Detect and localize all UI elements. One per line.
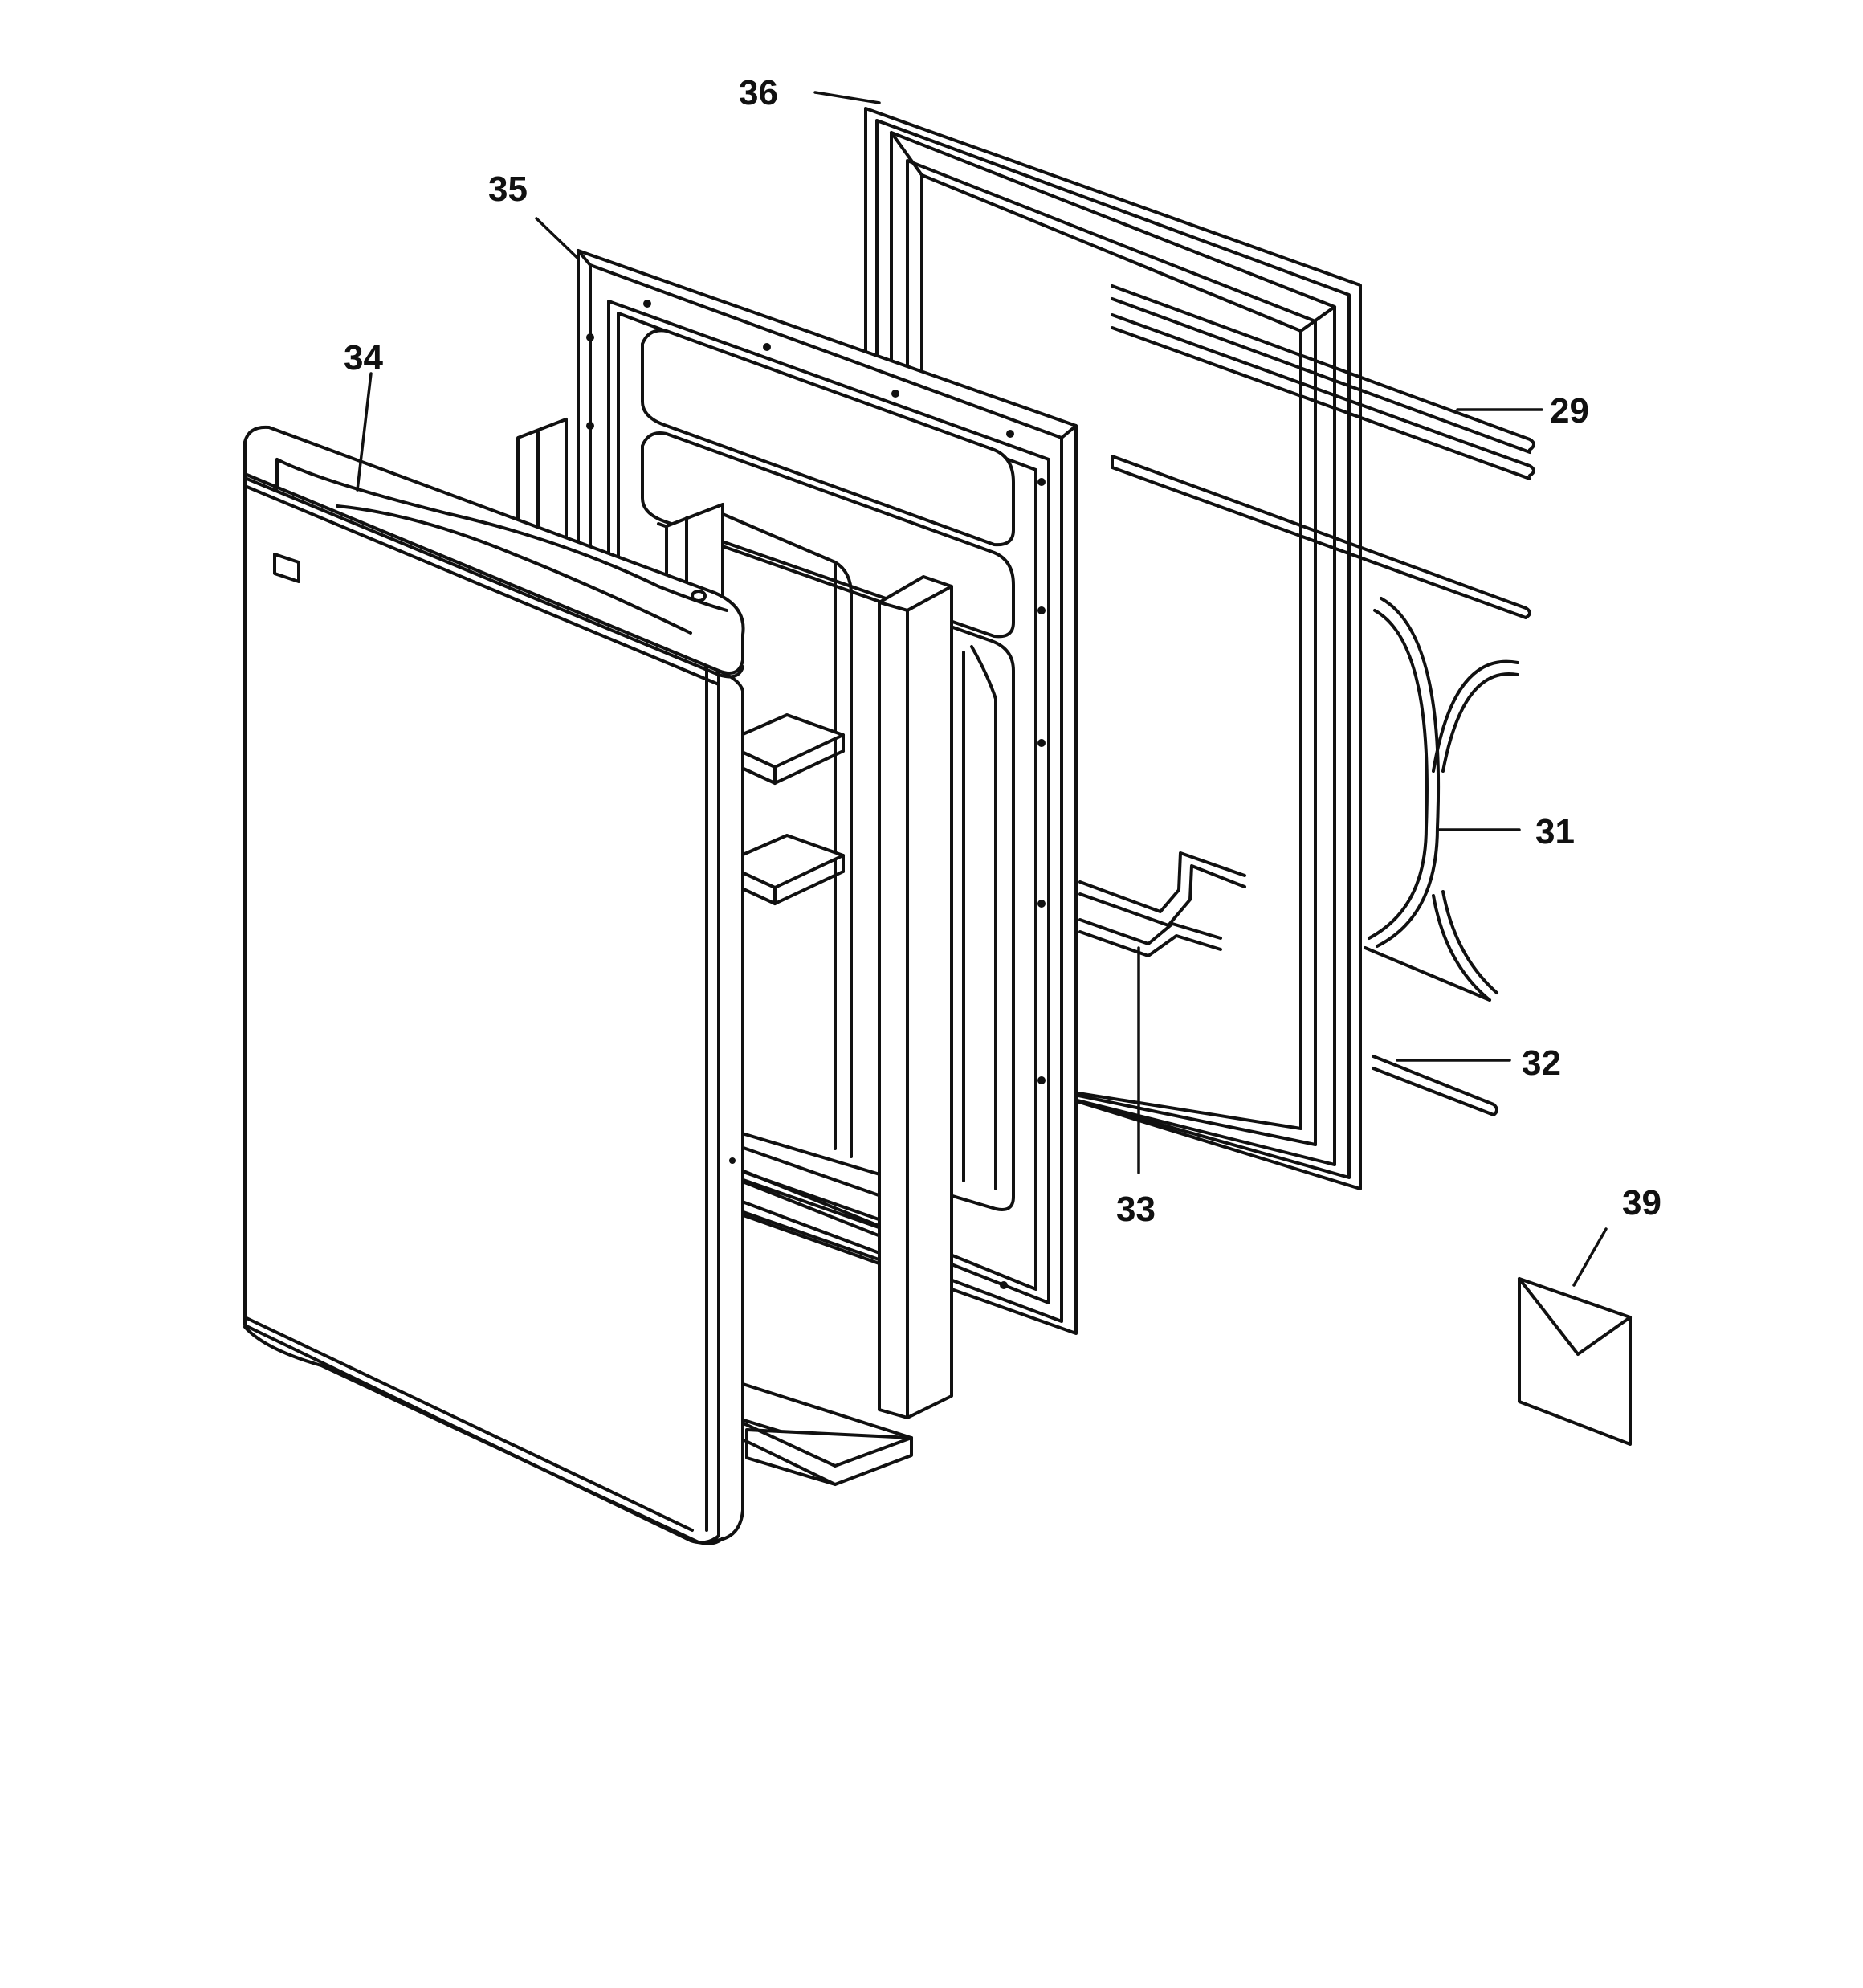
callout-31: 31 — [1535, 812, 1575, 851]
part-31-spring-wire — [1364, 597, 1519, 1002]
part-39-literature-packet — [1518, 1277, 1632, 1446]
part-33-wire-bracket — [1078, 851, 1246, 957]
callout-labels: 36 35 34 29 31 32 33 39 — [344, 73, 1661, 1229]
part-32-rod — [1372, 1055, 1498, 1116]
leader-lines — [356, 91, 1608, 1287]
callout-39: 39 — [1622, 1183, 1661, 1223]
upper-rod — [1111, 455, 1531, 619]
callout-29: 29 — [1550, 391, 1589, 431]
callout-36: 36 — [739, 73, 778, 112]
callout-33: 33 — [1116, 1190, 1156, 1229]
part-34-outer-door — [243, 425, 745, 1545]
callout-32: 32 — [1522, 1043, 1561, 1083]
part-29-rods — [1111, 284, 1535, 480]
callout-35: 35 — [488, 169, 528, 209]
callout-34: 34 — [344, 338, 383, 378]
